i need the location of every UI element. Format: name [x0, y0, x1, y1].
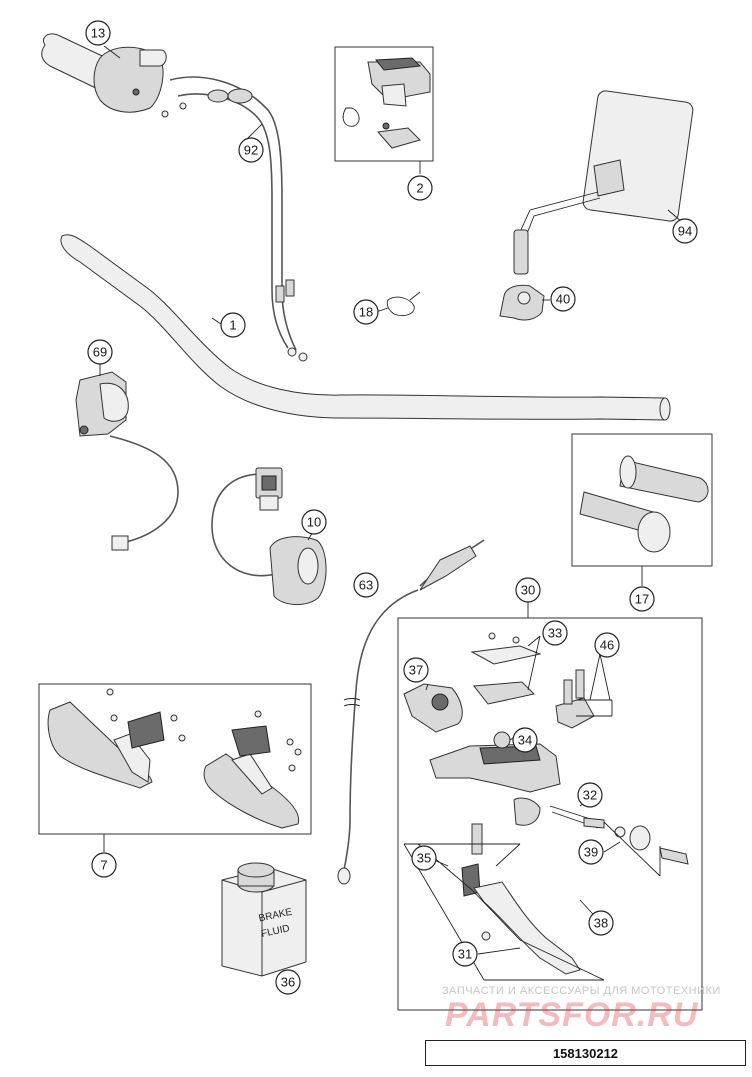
callout-bubble-35: [411, 845, 437, 871]
callout-bubble-1: [220, 312, 246, 338]
box-part-7: [38, 683, 312, 835]
callouts: 1 2 7 10 13 17 18 30 31 32 33 34 35 36 3…: [85, 20, 698, 995]
callout-30: 30: [521, 583, 535, 598]
callout-38: 38: [594, 916, 608, 931]
callout-17: 17: [635, 592, 649, 607]
callout-bubble-31: [452, 941, 478, 967]
callout-bubble-33: [542, 620, 568, 646]
brake-line: [337, 539, 485, 885]
grips: [579, 455, 709, 553]
callout-94: 94: [678, 224, 692, 239]
box-part-2: [334, 46, 434, 162]
mirror-clamp: [499, 284, 545, 321]
cable-tie: [386, 291, 421, 317]
switch-69: [75, 371, 179, 551]
callout-bubble-63: [353, 572, 379, 598]
callout-bubble-46: [594, 632, 620, 658]
callout-bubble-39: [578, 839, 604, 865]
callout-2: 2: [416, 181, 423, 196]
callout-bubble-32: [577, 782, 603, 808]
callout-bubble-2: [407, 175, 433, 201]
watermark-logo: PARTSFOR.RU: [445, 996, 699, 1034]
callout-92: 92: [244, 143, 258, 158]
callout-bubble-94: [672, 218, 698, 244]
master-cylinder: [403, 632, 689, 975]
callout-46: 46: [600, 638, 614, 653]
callout-bubble-37: [403, 657, 429, 683]
callout-35: 35: [417, 851, 431, 866]
box-part-30: [397, 617, 703, 1011]
callout-69: 69: [93, 345, 107, 360]
diagram-code: 158130212: [552, 1045, 619, 1061]
callout-37: 37: [409, 663, 423, 678]
switch-part-2: [342, 57, 431, 149]
callout-32: 32: [583, 788, 597, 803]
callout-bubble-30: [515, 577, 541, 603]
callout-bubble-13: [85, 20, 111, 46]
throttle-cables: [161, 76, 308, 362]
callout-63: 63: [359, 578, 373, 593]
callout-13: 13: [91, 26, 105, 41]
mirror: [513, 90, 694, 275]
watermark-tagline: ЗАПЧАСТИ И АКСЕССУАРЫ ДЛЯ МОТОТЕХНИКИ: [442, 985, 721, 997]
brake-fluid-bottle: BRAKE FLUID: [221, 862, 307, 977]
callout-bubble-69: [87, 339, 113, 365]
callout-bubble-40: [550, 286, 576, 312]
callout-bubble-92: [238, 137, 264, 163]
callout-bubble-38: [588, 910, 614, 936]
callout-36: 36: [281, 975, 295, 990]
callout-40: 40: [556, 292, 570, 307]
callout-bubble-7: [91, 852, 117, 878]
diagram-code-box: 158130212: [425, 1040, 746, 1066]
callout-39: 39: [584, 845, 598, 860]
switch-10: [211, 467, 327, 605]
callout-31: 31: [458, 947, 472, 962]
handguards: [47, 688, 302, 829]
callout-10: 10: [307, 515, 321, 530]
callout-33: 33: [548, 626, 562, 641]
callout-1: 1: [229, 318, 236, 333]
callout-18: 18: [359, 305, 373, 320]
callout-bubble-36: [275, 969, 301, 995]
callout-bubble-17: [629, 586, 655, 612]
callout-34: 34: [518, 733, 532, 748]
callout-bubble-18: [353, 299, 379, 325]
callout-bubble-10: [301, 509, 327, 535]
callout-7: 7: [100, 858, 107, 873]
callout-bubble-34: [512, 727, 538, 753]
throttle-grip: [41, 33, 167, 113]
handlebar: [60, 234, 671, 421]
